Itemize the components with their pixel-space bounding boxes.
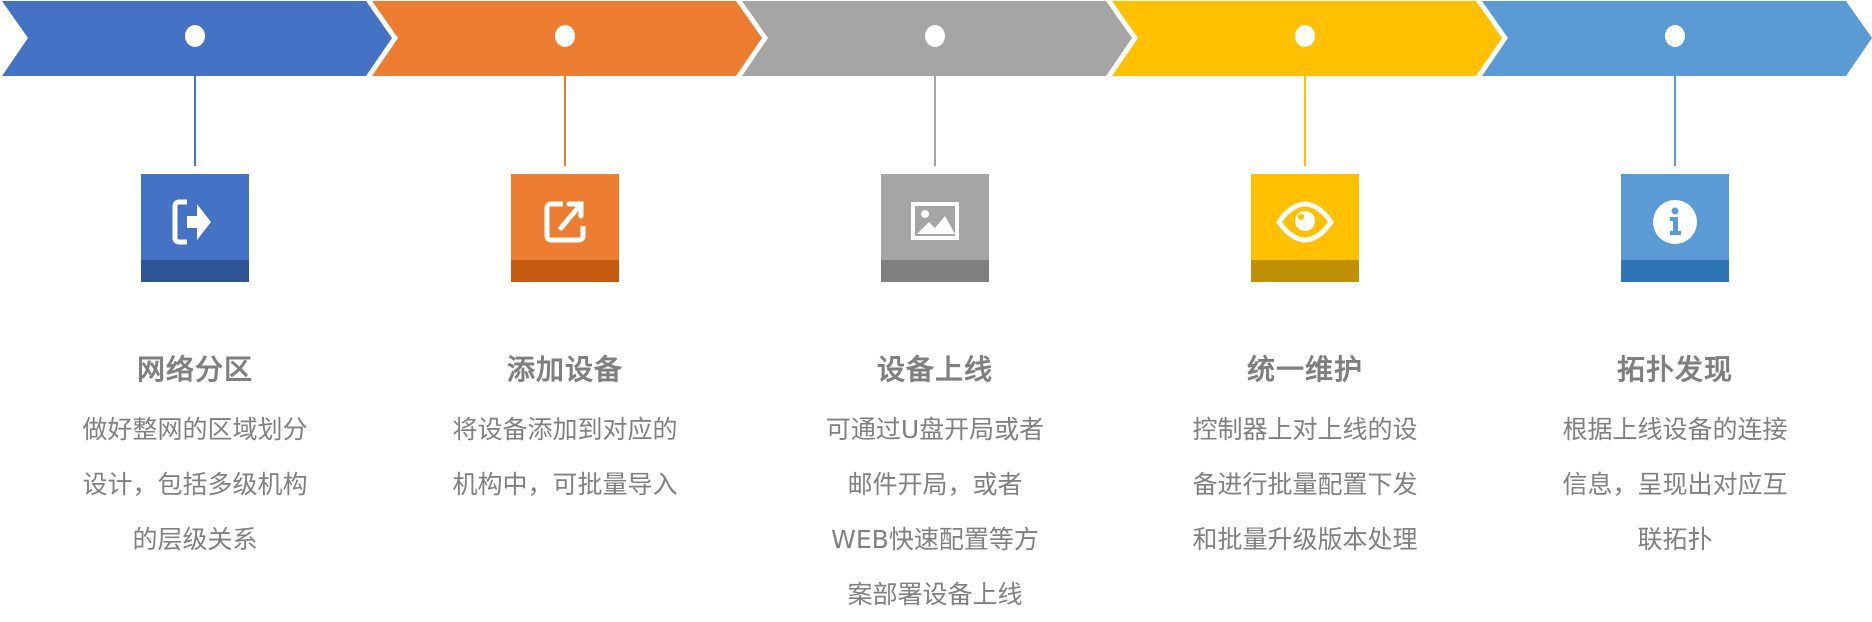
step-icon-box xyxy=(881,174,989,282)
step-icon-box xyxy=(141,174,249,282)
step-column: 拓扑发现 根据上线设备的连接信息，呈现出对应互联拓扑 xyxy=(1490,0,1860,597)
step-column: 设备上线 可通过U盘开局或者邮件开局，或者 WEB快速配置等方案部署设备上线 xyxy=(750,0,1120,609)
description-line: 的层级关系 xyxy=(132,525,258,554)
timeline-dot xyxy=(1665,25,1685,47)
description-line: 将设备添加到对应的 xyxy=(452,415,678,444)
description-line: WEB快速配置等方 xyxy=(831,525,1039,554)
icon-box-bar xyxy=(1621,260,1729,282)
description-line: 可通过U盘开局或者 xyxy=(825,415,1045,444)
step-column: 添加设备 将设备添加到对应的机构中，可批量导入 xyxy=(380,0,750,597)
timeline-dot xyxy=(1295,25,1315,47)
step-title: 统一维护 xyxy=(1246,353,1363,386)
description-line: 做好整网的区域划分 xyxy=(82,415,308,444)
connector-line xyxy=(934,76,936,166)
eye-icon xyxy=(1275,201,1335,243)
step-title: 网络分区 xyxy=(136,353,253,386)
step-column: 网络分区 做好整网的区域划分设计，包括多级机构的层级关系 xyxy=(10,0,380,597)
timeline-chevrons xyxy=(2,1,1872,76)
connector-line xyxy=(564,76,566,166)
description-line: 信息，呈现出对应互 xyxy=(1562,470,1788,499)
description-line: 控制器上对上线的设 xyxy=(1192,415,1418,444)
description-line: 根据上线设备的连接 xyxy=(1562,415,1788,444)
step-title: 添加设备 xyxy=(506,353,623,386)
description-line: 联拓扑 xyxy=(1637,525,1713,554)
description-line: 邮件开局，或者 xyxy=(847,470,1023,499)
step-description: 可通过U盘开局或者邮件开局，或者 WEB快速配置等方案部署设备上线 xyxy=(785,402,1085,622)
connector-line xyxy=(1674,76,1676,166)
external-link-icon xyxy=(544,201,586,243)
step-description: 根据上线设备的连接信息，呈现出对应互联拓扑 xyxy=(1525,402,1825,567)
icon-box-bar xyxy=(141,260,249,282)
step-description: 将设备添加到对应的机构中，可批量导入 xyxy=(415,402,715,512)
sign-out-arrow-icon xyxy=(172,199,211,245)
timeline-dot xyxy=(555,25,575,47)
description-line: 和批量升级版本处理 xyxy=(1192,525,1418,554)
description-line: 备进行批量配置下发 xyxy=(1192,470,1418,499)
icon-box-bar xyxy=(511,260,619,282)
step-icon-box xyxy=(511,174,619,282)
description-line: 案部署设备上线 xyxy=(847,580,1023,609)
timeline-dot xyxy=(185,25,205,47)
icon-box-bar xyxy=(1251,260,1359,282)
description-line: 设计，包括多级机构 xyxy=(82,470,308,499)
step-title: 拓扑发现 xyxy=(1616,353,1733,386)
connector-line xyxy=(194,76,196,166)
image-icon xyxy=(911,202,959,240)
step-description: 控制器上对上线的设备进行批量配置下发和批量升级版本处理 xyxy=(1155,402,1455,567)
info-icon xyxy=(1653,200,1697,244)
connector-line xyxy=(1304,76,1306,166)
timeline-dot xyxy=(925,25,945,47)
step-icon-box xyxy=(1251,174,1359,282)
step-title: 设备上线 xyxy=(876,353,993,386)
step-description: 做好整网的区域划分设计，包括多级机构的层级关系 xyxy=(45,402,345,567)
description-line: 机构中，可批量导入 xyxy=(452,470,678,499)
step-icon-box xyxy=(1621,174,1729,282)
step-column: 统一维护 控制器上对上线的设备进行批量配置下发和批量升级版本处理 xyxy=(1120,0,1490,597)
icon-box-bar xyxy=(881,260,989,282)
